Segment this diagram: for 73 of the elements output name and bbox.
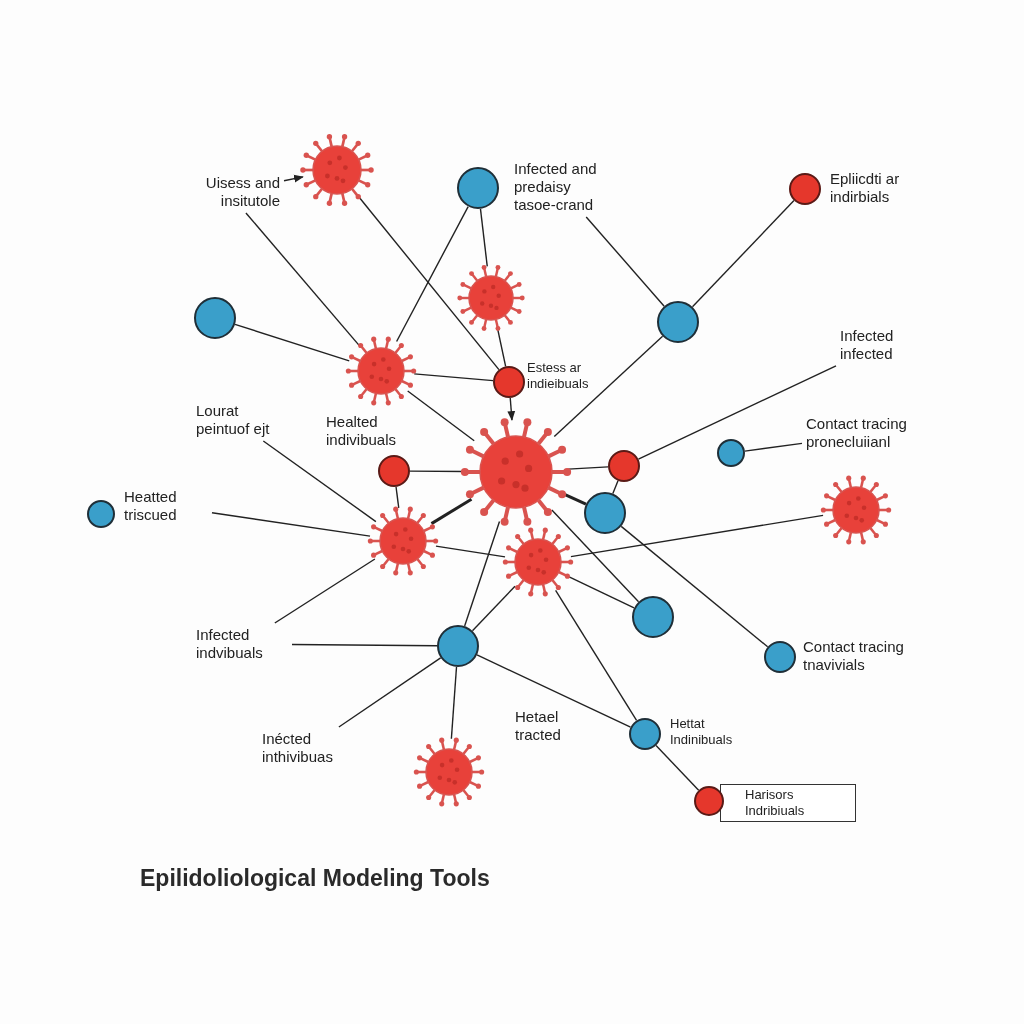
node-circle (584, 492, 626, 534)
connector-line (234, 323, 350, 362)
connector-line (655, 744, 700, 791)
node-caption: Estess ar indieibuals (527, 360, 590, 392)
connector-line (262, 440, 377, 523)
node-label: Inécted inthivibuas (262, 730, 354, 766)
node-circle (493, 366, 525, 398)
node-circle (194, 297, 236, 339)
virus-icon (300, 134, 374, 206)
node-circle (789, 173, 821, 205)
node-label: Lourat peintuof ejt (196, 402, 272, 438)
text-label: Hetael tracted (515, 708, 562, 744)
diagram-title: Epilidoliological Modeling Tools (140, 865, 490, 892)
connector-line (211, 512, 371, 537)
connector-line (413, 373, 494, 382)
connector-line (637, 365, 837, 460)
node-circle (87, 500, 115, 528)
connector-line (554, 589, 638, 722)
node-caption: Healted indivibuals (326, 413, 398, 449)
connector-line (435, 545, 506, 558)
arrow (283, 174, 304, 183)
arrow (507, 397, 516, 421)
node-circle (457, 167, 499, 209)
node-caption: Epliicdti ar indirbials (830, 170, 901, 206)
connector-line (620, 525, 769, 648)
virus-icon (820, 475, 892, 545)
node-label: Heatted triscued (124, 488, 208, 524)
connector-line (553, 335, 664, 438)
connector-line (479, 208, 488, 267)
connector-line (570, 514, 824, 558)
node-label: Infected and predaisy tasoe-crand (514, 160, 606, 214)
node-circle (764, 641, 796, 673)
node-label: Contact tracing pronecluiianl (806, 415, 951, 451)
virus-icon (457, 265, 525, 331)
connector-line (245, 212, 361, 347)
node-circle (632, 596, 674, 638)
connector-line (291, 643, 438, 647)
connector-line (358, 196, 500, 371)
virus-icon (502, 527, 574, 597)
connector-line (395, 205, 469, 343)
connector-line (497, 328, 507, 368)
virus-icon (413, 737, 485, 807)
connector-line (471, 585, 516, 632)
node-circle (629, 718, 661, 750)
node-caption: Hettat Indinibuals (670, 716, 734, 748)
virus-icon (367, 506, 439, 576)
connector-line (585, 216, 665, 307)
node-label: Infected infected (840, 327, 920, 363)
connector-line (463, 520, 501, 627)
node-circle (694, 786, 724, 816)
connector-line (567, 466, 609, 470)
connector-line (450, 666, 458, 740)
connector-line (567, 575, 635, 609)
node-circle (717, 439, 745, 467)
connector-line (395, 486, 400, 509)
node-circle (437, 625, 479, 667)
node-circle (657, 301, 699, 343)
virus-icon (345, 336, 417, 406)
node-label: Uisess and insitutole (176, 174, 280, 210)
connector-line (476, 654, 632, 728)
virus-icon (460, 418, 572, 526)
node-caption: Contact tracing tnavivials (803, 638, 905, 674)
connector-line (551, 509, 640, 603)
connector-line (274, 558, 376, 624)
node-circle (378, 455, 410, 487)
connector-line (744, 442, 803, 452)
connector-line (691, 199, 795, 308)
connector-line (430, 497, 473, 525)
connector-line (407, 390, 475, 442)
node-circle (608, 450, 640, 482)
text-box: Harisors Indribiuals (720, 784, 856, 822)
node-label: Infected indvibuals (196, 626, 288, 662)
connector-line (338, 657, 442, 728)
